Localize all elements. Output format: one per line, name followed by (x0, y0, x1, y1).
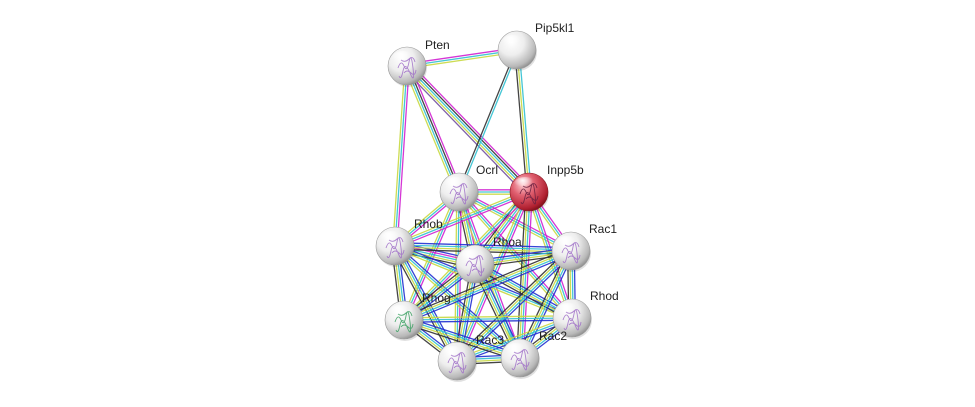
evidence-line-yellow (401, 190, 458, 320)
evidence-line-cyan (458, 191, 572, 252)
node-highlight (380, 231, 402, 245)
evidence-line-blue (522, 252, 575, 360)
edge-rhog-rac2[interactable] (402, 316, 522, 362)
edge-pip5kl1-ocrl[interactable] (457, 49, 519, 193)
evidence-line-black (391, 247, 455, 363)
edge-pip5kl1-inpp5b[interactable] (514, 49, 532, 193)
evidence-line-black (402, 247, 570, 318)
edge-rhod-rhog[interactable] (403, 315, 573, 323)
evidence-line-blue (405, 253, 573, 324)
evidence-line-black (457, 49, 517, 192)
evidence-line-black (516, 249, 569, 357)
evidence-line-yellow (457, 193, 571, 254)
evidence-line-cyan (518, 49, 532, 192)
node-label: Rhoa (493, 235, 522, 249)
node-highlight (392, 51, 414, 65)
evidence-line-black (454, 248, 570, 360)
evidence-line-cyan (394, 65, 408, 247)
evidence-line-blue (395, 242, 572, 249)
edge-inpp5b-rac2[interactable] (516, 191, 533, 359)
node-ocrl[interactable]: Ocrl (439, 163, 498, 213)
evidence-line-magenta (396, 66, 410, 247)
evidence-line-cyan (520, 251, 573, 359)
edge-rac1-rac2[interactable] (516, 249, 575, 360)
evidence-line-yellow (403, 315, 572, 319)
node-highlight (557, 303, 579, 317)
edge-pten-inpp5b[interactable] (403, 62, 533, 196)
node-rhob[interactable]: Rhob (375, 217, 443, 267)
edge-rac1-rhog[interactable] (402, 247, 573, 324)
node-highlight (556, 236, 578, 250)
evidence-line-yellow (403, 67, 457, 194)
evidence-line-cyan (457, 251, 573, 363)
evidence-line-magenta (522, 192, 533, 359)
evidence-line-blue (404, 316, 522, 356)
edge-pten-rhob[interactable] (392, 65, 410, 247)
evidence-line-cyan (403, 317, 573, 321)
edge-pten-ocrl[interactable] (403, 64, 463, 194)
edge-inpp5b-rac3[interactable] (454, 190, 532, 363)
node-label: Rhog (422, 291, 451, 305)
node-pten[interactable]: Pten (387, 38, 450, 87)
evidence-line-cyan (406, 65, 530, 193)
evidence-line-magenta (395, 193, 531, 249)
evidence-line-cyan (405, 66, 459, 193)
evidence-line-black (514, 50, 528, 193)
node-highlight (444, 177, 466, 191)
node-label: Rac3 (476, 333, 504, 347)
evidence-line-blue (404, 319, 573, 323)
evidence-line-purple (403, 68, 527, 196)
node-label: Ocrl (476, 163, 498, 177)
evidence-line-cyan (456, 191, 530, 362)
evidence-line-yellow (393, 189, 529, 245)
evidence-line-magenta (409, 64, 463, 191)
evidence-line-yellow (518, 250, 571, 358)
node-rac3[interactable]: Rac3 (437, 333, 504, 382)
edge-ocrl-rac1[interactable] (457, 189, 573, 254)
node-highlight (514, 177, 536, 191)
evidence-line-cyan (394, 191, 530, 247)
node-label: Pip5kl1 (535, 21, 575, 35)
node-rhod[interactable]: Rhod (552, 289, 619, 339)
evidence-line-cyan (404, 251, 572, 322)
evidence-line-yellow (392, 65, 406, 246)
evidence-line-yellow (456, 315, 572, 360)
node-label: Inpp5b (547, 163, 584, 177)
evidence-line-yellow (393, 247, 519, 361)
evidence-line-magenta (409, 62, 533, 190)
evidence-line-cyan (456, 317, 573, 362)
node-label: Rhod (590, 289, 619, 303)
node-highlight (460, 249, 482, 263)
evidence-line-yellow (403, 249, 571, 320)
node-label: Rac2 (539, 329, 567, 343)
node-label: Rhob (414, 217, 443, 231)
evidence-line-cyan (520, 192, 531, 359)
evidence-line-yellow (518, 191, 529, 358)
node-pip5kl1[interactable]: Pip5kl1 (497, 21, 575, 71)
evidence-line-magenta (458, 192, 532, 363)
node-label: Pten (425, 38, 450, 52)
node-highlight (505, 343, 527, 357)
node-label: Rac1 (589, 222, 617, 236)
evidence-line-yellow (404, 67, 528, 194)
evidence-line-yellow (403, 320, 520, 360)
node-rhog[interactable]: Rhog (384, 291, 451, 341)
node-highlight (502, 35, 524, 49)
evidence-line-yellow (516, 49, 530, 193)
node-highlight (442, 346, 464, 360)
evidence-line-cyan (404, 318, 521, 358)
node-rac1[interactable]: Rac1 (551, 222, 617, 272)
evidence-line-black (408, 64, 532, 191)
node-inpp5b[interactable]: Inpp5b (509, 163, 584, 213)
node-highlight (389, 305, 411, 319)
evidence-line-magenta (459, 189, 573, 250)
node-rhoa[interactable]: Rhoa (455, 235, 522, 285)
evidence-line-cyan (459, 50, 519, 193)
evidence-line-black (407, 65, 461, 192)
edge-inpp5b-rhob[interactable] (393, 189, 531, 249)
evidence-line-yellow (454, 190, 528, 361)
node-rac2[interactable]: Rac2 (500, 329, 567, 379)
